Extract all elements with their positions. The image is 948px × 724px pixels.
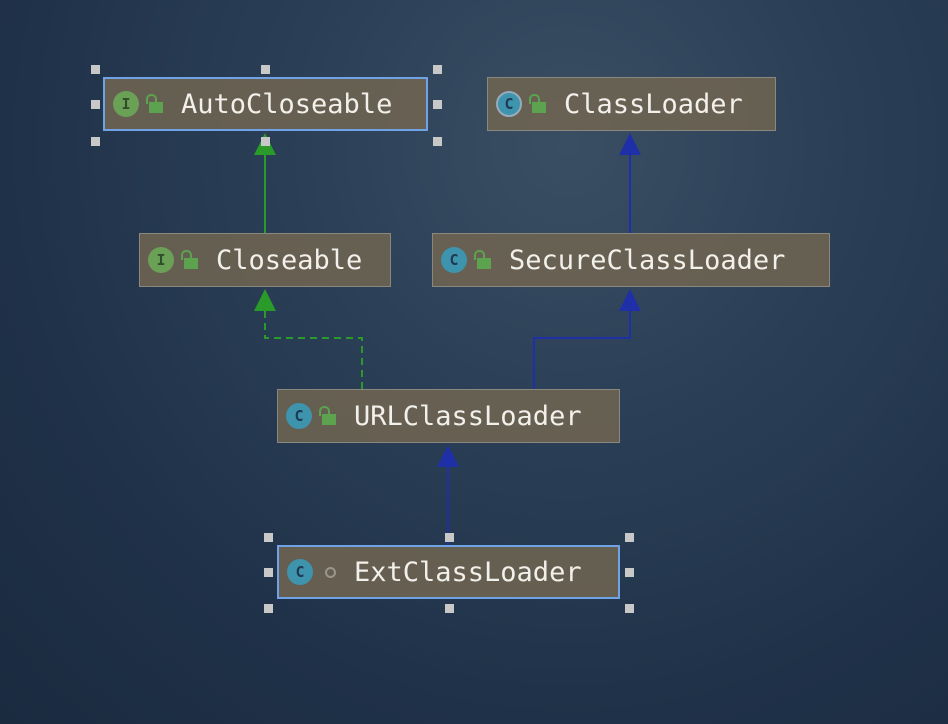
resize-handle[interactable] <box>445 604 454 613</box>
node-classloader[interactable]: C ClassLoader <box>487 77 776 131</box>
resize-handle[interactable] <box>91 137 100 146</box>
node-autocloseable[interactable]: I AutoCloseable <box>103 77 428 131</box>
edge-closeable-autocloseable <box>254 133 276 233</box>
resize-handle[interactable] <box>261 65 270 74</box>
class-icon: C <box>287 559 313 585</box>
class-icon: C <box>286 403 312 429</box>
node-closeable[interactable]: I Closeable <box>139 233 391 287</box>
resize-handle[interactable] <box>261 137 270 146</box>
arrowhead <box>437 445 459 467</box>
edge-secure-classloader <box>619 133 641 233</box>
resize-handle[interactable] <box>91 100 100 109</box>
node-label: ClassLoader <box>564 88 743 120</box>
resize-handle[interactable] <box>625 568 634 577</box>
class-icon: C <box>441 247 467 273</box>
resize-handle[interactable] <box>433 137 442 146</box>
node-label: AutoCloseable <box>181 88 393 120</box>
interface-icon: I <box>113 91 139 117</box>
resize-handle[interactable] <box>264 533 273 542</box>
arrowhead <box>619 133 641 155</box>
public-lock-icon <box>529 93 546 113</box>
resize-handle[interactable] <box>445 533 454 542</box>
edge-url-secure <box>533 289 641 389</box>
node-label: URLClassLoader <box>354 400 582 432</box>
public-lock-icon <box>319 405 336 425</box>
node-label: Closeable <box>216 244 363 276</box>
resize-handle[interactable] <box>264 568 273 577</box>
resize-handle[interactable] <box>264 604 273 613</box>
resize-handle[interactable] <box>625 604 634 613</box>
resize-handle[interactable] <box>433 100 442 109</box>
resize-handle[interactable] <box>625 533 634 542</box>
resize-handle[interactable] <box>433 65 442 74</box>
node-secureclassloader[interactable]: C SecureClassLoader <box>432 233 830 287</box>
public-lock-icon <box>181 249 198 269</box>
edge-url-closeable <box>254 289 363 389</box>
edge-ext-url <box>437 445 459 545</box>
public-lock-icon <box>146 93 163 113</box>
node-extclassloader[interactable]: C ExtClassLoader <box>277 545 620 599</box>
node-urlclassloader[interactable]: C URLClassLoader <box>277 389 620 443</box>
node-label: SecureClassLoader <box>509 244 786 276</box>
public-lock-icon <box>474 249 491 269</box>
arrowhead <box>619 289 641 311</box>
package-private-icon <box>325 566 336 578</box>
interface-icon: I <box>148 247 174 273</box>
arrowhead <box>254 289 276 311</box>
node-label: ExtClassLoader <box>354 556 582 588</box>
abstract-class-icon: C <box>496 91 522 117</box>
resize-handle[interactable] <box>91 65 100 74</box>
